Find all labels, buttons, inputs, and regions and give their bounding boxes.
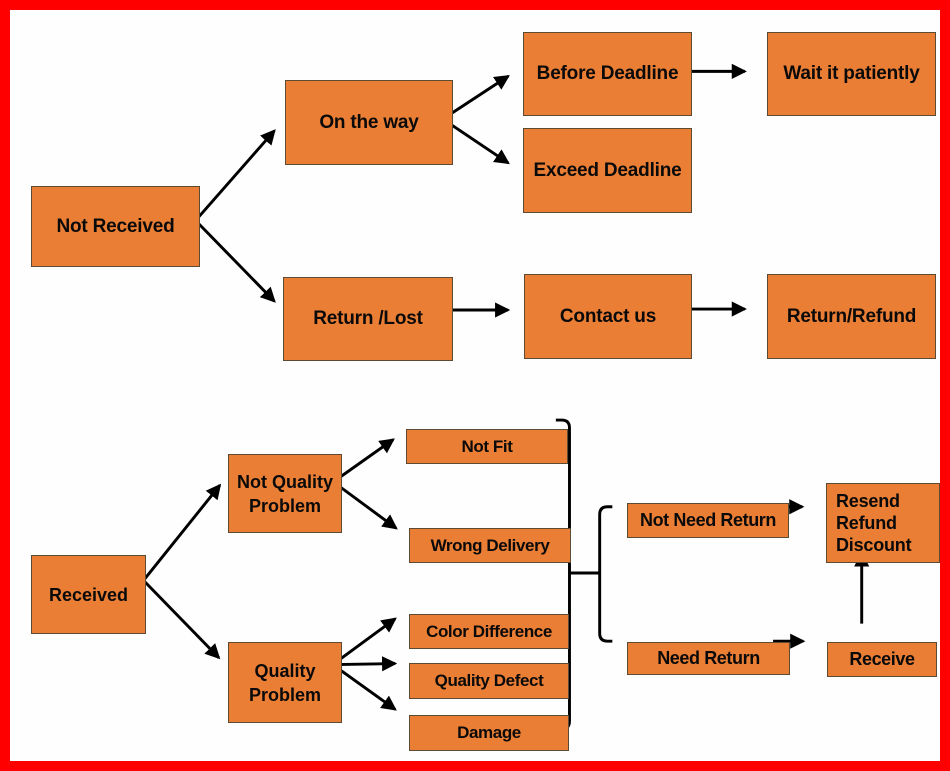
node-quality-problem: Quality Problem (228, 642, 342, 723)
node-before-deadline: Before Deadline (523, 32, 692, 116)
node-not-need-return: Not Need Return (627, 503, 789, 538)
node-receive: Receive (827, 642, 937, 677)
resend-line: Resend (836, 491, 900, 511)
node-not-quality-problem: Not Quality Problem (228, 454, 342, 533)
node-not-fit: Not Fit (406, 429, 568, 464)
arrow-on-the-way-to-before-deadline (444, 75, 510, 119)
arrow-quality-problem-to-quality-defect (336, 656, 398, 672)
node-wrong-delivery: Wrong Delivery (409, 528, 571, 563)
node-exceed-deadline: Exceed Deadline (523, 128, 692, 213)
arrow-not-quality-problem-to-wrong-delivery (335, 483, 398, 530)
bracket-split-connector (598, 505, 613, 643)
arrow-received-to-quality-problem (143, 580, 221, 660)
arrow-quality-problem-to-color-difference (335, 617, 397, 663)
arrow-on-the-way-to-exceed-deadline (444, 119, 510, 165)
arrow-quality-problem-to-damage (335, 666, 397, 711)
node-contact-us: Contact us (524, 274, 692, 359)
node-damage: Damage (409, 715, 569, 751)
node-quality-defect: Quality Defect (409, 663, 569, 699)
arrow-not-received-to-on-the-way (196, 129, 276, 220)
arrow-received-to-not-quality-problem (143, 483, 222, 580)
node-not-received: Not Received (31, 186, 200, 267)
node-on-the-way: On the way (285, 80, 453, 165)
node-color-difference: Color Difference (409, 614, 569, 649)
discount-line: Discount (836, 535, 912, 555)
node-resend-refund-discount: Resend Refund Discount (826, 483, 940, 563)
node-return-refund: Return/Refund (767, 274, 936, 359)
node-need-return: Need Return (627, 642, 790, 675)
node-return-lost: Return /Lost (283, 277, 453, 361)
node-received: Received (31, 555, 146, 634)
refund-line: Refund (836, 513, 897, 533)
node-wait-it-patiently: Wait it patiently (767, 32, 936, 116)
arrow-not-received-to-return-lost (196, 221, 276, 303)
arrow-not-quality-problem-to-not-fit (335, 438, 395, 481)
